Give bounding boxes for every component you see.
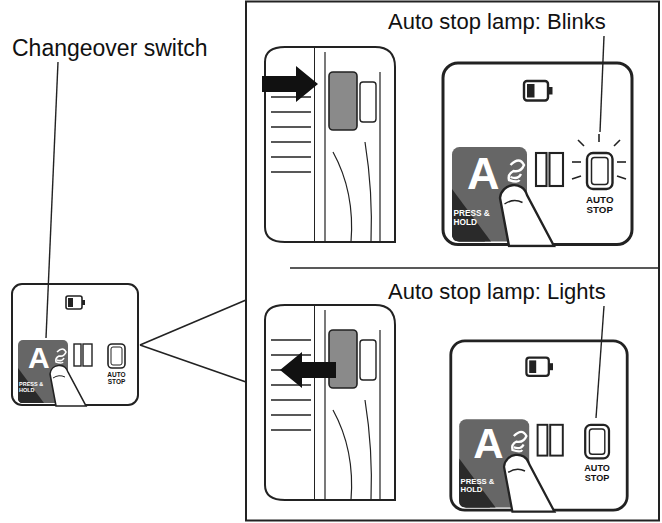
button-caption: PRESS & HOLD xyxy=(454,210,493,227)
lamp-caption: AUTO STOP xyxy=(575,464,618,483)
button-caption: PRESS & HOLD xyxy=(461,478,497,494)
button-letter: A xyxy=(467,150,500,197)
lamp-label: Auto stop lamp: Blinks xyxy=(388,10,606,33)
lamp-caption: AUTO STOP xyxy=(101,372,132,386)
button-letter: A xyxy=(473,422,503,466)
button-letter: A xyxy=(28,342,50,374)
lamp-label: Auto stop lamp: Lights xyxy=(388,280,606,303)
button-caption: PRESS & HOLD xyxy=(19,382,45,394)
part-label: Changeover switch xyxy=(12,36,208,60)
lamp-caption: AUTO STOP xyxy=(577,195,624,215)
